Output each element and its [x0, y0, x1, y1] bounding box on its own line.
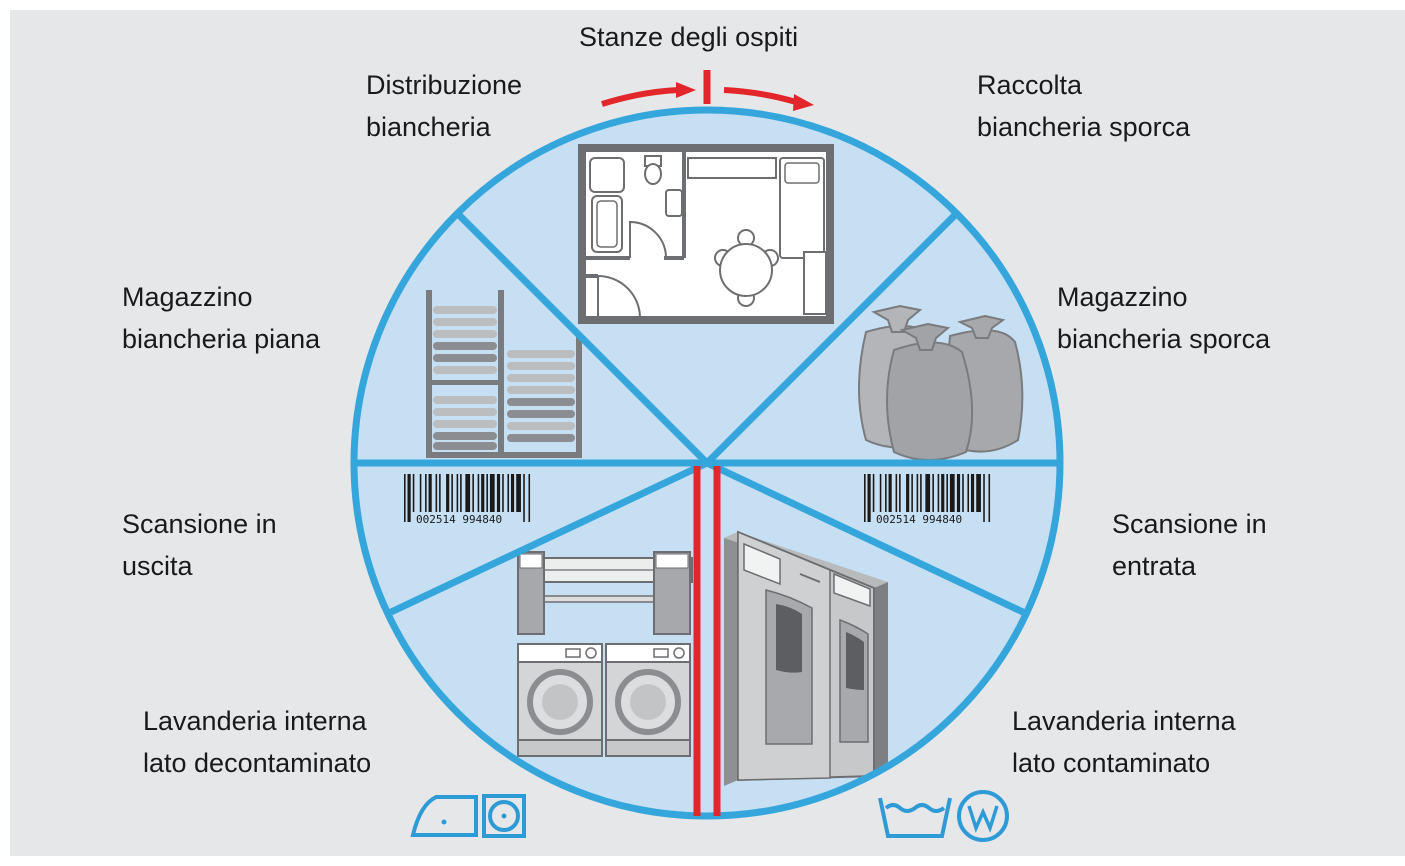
label-scan-in-line-2: entrata [1112, 551, 1197, 581]
label-scan-out-line-2: uscita [122, 551, 193, 581]
hygiene-barrier [693, 70, 721, 816]
arrow-head-icon [793, 94, 814, 111]
barcode-number: 002514 994840 [416, 513, 502, 526]
label-dirty-laundry-side-line-1: Lavanderia interna [1012, 706, 1236, 736]
label-scan-out: Scansione in uscita [122, 503, 277, 587]
room-floorplan-icon [578, 144, 834, 324]
ironing-symbol-icon [410, 795, 478, 837]
label-dirty-laundry-side: Lavanderia interna lato contaminato [1012, 700, 1236, 784]
ironer-icon [517, 551, 693, 635]
label-scan-in-line-1: Scansione in [1112, 509, 1267, 539]
arrow-head-icon [676, 82, 696, 98]
label-dirty-linen-store-line-1: Magazzino [1057, 282, 1188, 312]
label-flat-linen-store-line-2: biancheria piana [122, 324, 321, 354]
cycle-arrow-icon [601, 87, 797, 107]
laundry-bags-icon [858, 304, 1024, 461]
wash-tub-symbol-icon [878, 797, 952, 838]
label-flat-linen-store: Magazzino biancheria piana [122, 276, 320, 360]
washing-machine-icon [517, 643, 691, 757]
barcode-number: 002514 994840 [876, 513, 962, 526]
barcode-icon: 002514 994840 [404, 474, 531, 526]
label-dirty-collection: Raccolta biancheria sporca [977, 64, 1190, 148]
label-guest-rooms: Stanze degli ospiti [579, 22, 799, 52]
label-dirty-collection-line-1: Raccolta [977, 70, 1083, 100]
cycle-circle-outline [350, 106, 1064, 820]
label-distribution: Distribuzione biancheria [366, 64, 522, 148]
wet-clean-symbol-icon [957, 790, 1009, 842]
label-dirty-collection-line-2: biancheria sporca [977, 112, 1191, 142]
label-dirty-laundry-side-line-2: lato contaminato [1012, 748, 1211, 778]
label-scan-out-line-1: Scansione in [122, 509, 277, 539]
shelf-icon [426, 290, 582, 458]
barrier-washer-icon [724, 530, 888, 786]
label-clean-laundry-side-line-2: lato decontaminato [143, 748, 372, 778]
label-dirty-linen-store-line-2: biancheria sporca [1057, 324, 1271, 354]
label-flat-linen-store-line-1: Magazzino [122, 282, 253, 312]
label-distribution-line-1: Distribuzione [366, 70, 523, 100]
barcode-icon: 002514 994840 [864, 474, 991, 526]
label-distribution-line-2: biancheria [366, 112, 491, 142]
label-clean-laundry-side: Lavanderia interna lato decontaminato [143, 700, 371, 784]
segment-dividers [354, 211, 1060, 617]
label-dirty-linen-store: Magazzino biancheria sporca [1057, 276, 1270, 360]
tumble-dry-symbol-icon [482, 794, 526, 838]
label-clean-laundry-side-line-1: Lavanderia interna [143, 706, 367, 736]
label-scan-in: Scansione in entrata [1112, 503, 1267, 587]
